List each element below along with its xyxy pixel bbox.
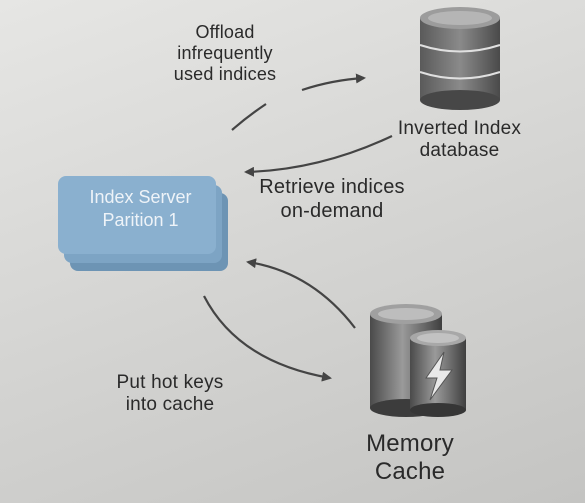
memory-line2: Cache xyxy=(374,458,446,486)
arrow-retrieve xyxy=(244,135,393,177)
index-server-line2: Parition 1 xyxy=(102,210,179,231)
put-keys-line1: Put hot keys xyxy=(116,372,224,393)
offload-line3: used indices xyxy=(173,64,277,85)
memory-line1: Memory xyxy=(366,430,454,457)
arrow-offload-lead xyxy=(231,103,267,131)
put-keys-label: Put hot keys into cache xyxy=(100,372,240,417)
retrieve-label: Retrieve indices on-demand xyxy=(232,176,432,223)
retrieve-line2: on-demand xyxy=(280,199,384,222)
offload-label: Offload infrequently used indices xyxy=(150,22,300,86)
memory-cache-label: Memory Cache xyxy=(355,430,465,487)
database-icon xyxy=(419,7,501,110)
arrow-cache-to-server xyxy=(246,258,356,329)
inverted-line2: database xyxy=(419,140,500,162)
put-keys-line2: into cache xyxy=(125,394,215,416)
offload-line1: Offload xyxy=(195,22,255,42)
index-server-line1: Index Server xyxy=(89,187,192,207)
index-server-node xyxy=(58,176,228,271)
memory-cache-icon xyxy=(370,304,466,417)
arrow-put-keys xyxy=(203,295,332,382)
arrow-offload xyxy=(301,73,366,92)
inverted-index-label: Inverted Index database xyxy=(372,118,547,163)
retrieve-line1: Retrieve indices xyxy=(259,176,405,198)
index-server-label: Index Server Parition 1 xyxy=(68,186,213,232)
inverted-line1: Inverted Index xyxy=(397,118,522,139)
offload-line2: infrequently xyxy=(177,43,273,64)
lightning-icon xyxy=(425,351,453,401)
